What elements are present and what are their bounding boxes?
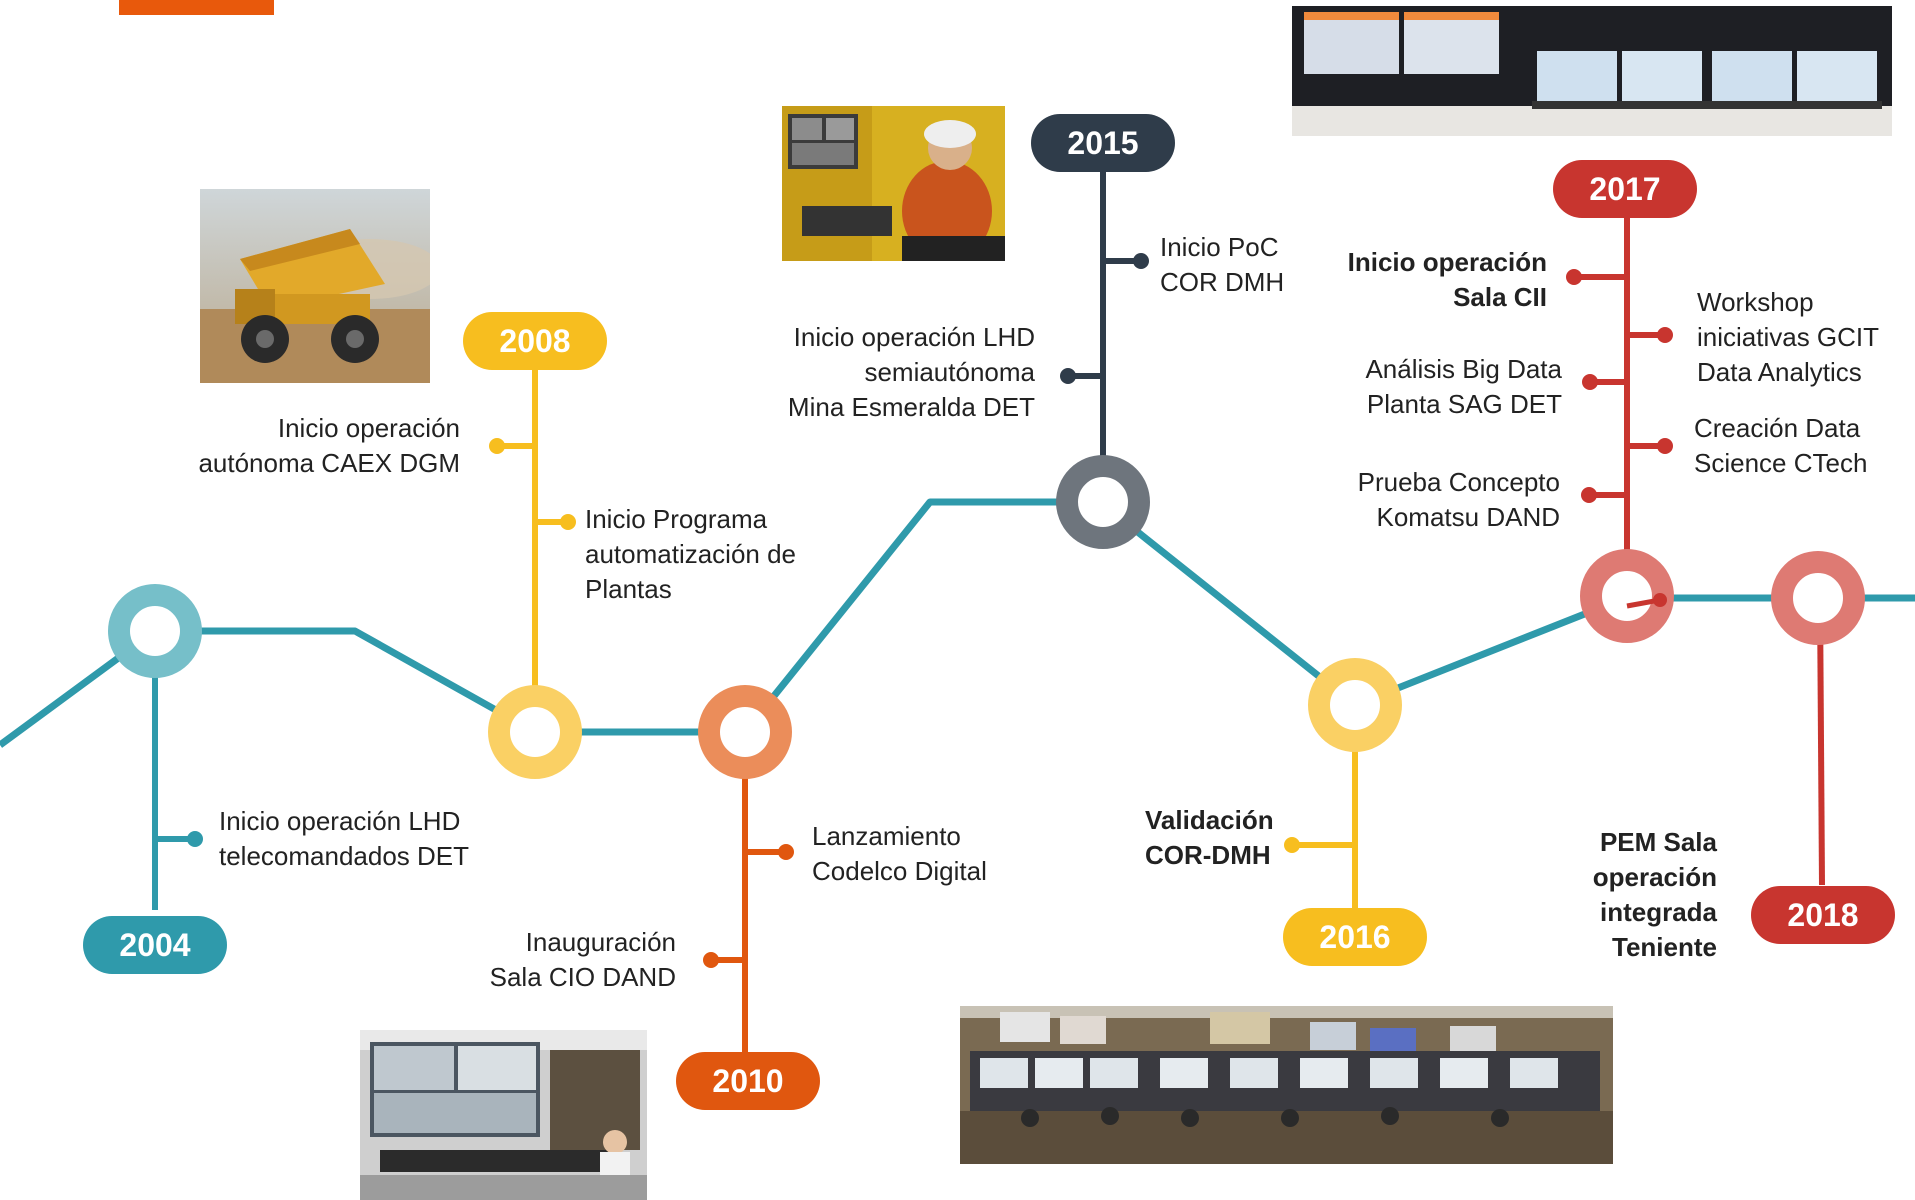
year-2008-badge bbox=[463, 312, 607, 370]
year-2010-group: 2010 bbox=[676, 685, 820, 1110]
timeline-path bbox=[0, 498, 1915, 748]
year-2016-node bbox=[1308, 658, 1402, 752]
year-2018-badge bbox=[1751, 886, 1895, 944]
event-label-2017-data-science: Creación Data Science CTech bbox=[1694, 413, 1868, 478]
event-dot bbox=[703, 952, 719, 968]
control-room-icon bbox=[960, 1006, 1613, 1164]
year-2008-label: 2008 bbox=[499, 323, 570, 359]
event-label-2010-sala-cio: Inauguración Sala CIO DAND bbox=[489, 927, 676, 992]
event-label-2004-lhd-telecomandados: Inicio operación LHD telecomandados DET bbox=[219, 806, 470, 871]
event-dot bbox=[560, 514, 576, 530]
year-2015-group: 2015 bbox=[1031, 114, 1175, 549]
year-2004-badge bbox=[83, 916, 227, 974]
event-label-2018-pem-teniente: PEM Sala operación integrada Teniente bbox=[1592, 827, 1717, 962]
event-dot bbox=[778, 844, 794, 860]
control-room-icon bbox=[360, 1030, 647, 1200]
event-dot bbox=[489, 438, 505, 454]
year-2010-badge bbox=[676, 1052, 820, 1110]
event-label-2015-lhd-semiautonoma: Inicio operación LHD semiautónoma Mina E… bbox=[787, 322, 1035, 422]
year-2016-badge bbox=[1283, 908, 1427, 966]
event-label-2016-validacion-cor: Validación COR-DMH bbox=[1145, 805, 1274, 870]
event-dot bbox=[1657, 438, 1673, 454]
year-2004-label: 2004 bbox=[119, 927, 190, 963]
year-2008-node bbox=[488, 685, 582, 779]
teleoperator-icon bbox=[782, 106, 1005, 261]
event-dot bbox=[1133, 253, 1149, 269]
year-2018-node bbox=[1771, 551, 1865, 645]
year-2016-group: 2016 bbox=[1283, 658, 1427, 966]
year-2017-label: 2017 bbox=[1589, 171, 1660, 207]
event-dot bbox=[1657, 327, 1673, 343]
control-room-cii-photo bbox=[1292, 6, 1892, 136]
event-dot bbox=[1060, 368, 1076, 384]
year-2010-node bbox=[698, 685, 792, 779]
control-room-panorama-photo bbox=[960, 1006, 1613, 1164]
year-2016-label: 2016 bbox=[1319, 919, 1390, 955]
year-2015-label: 2015 bbox=[1067, 125, 1138, 161]
event-dot bbox=[1284, 837, 1300, 853]
year-2015-badge bbox=[1031, 114, 1175, 172]
year-2017-badge bbox=[1553, 160, 1697, 218]
year-2018-group: 2018 bbox=[1751, 551, 1895, 944]
event-dot bbox=[1581, 487, 1597, 503]
year-2004-node bbox=[108, 584, 202, 678]
event-dot bbox=[187, 831, 203, 847]
haul-truck-icon bbox=[200, 189, 430, 383]
year-2018-label: 2018 bbox=[1787, 897, 1858, 933]
year-2010-label: 2010 bbox=[712, 1063, 783, 1099]
control-room-icon bbox=[1292, 6, 1892, 136]
event-label-2017-workshop-gcit: Workshop iniciativas GCIT Data Analytics bbox=[1697, 287, 1880, 387]
teleoperator-photo bbox=[782, 106, 1005, 261]
event-label-2017-sala-cii: Inicio operación Sala CII bbox=[1347, 247, 1547, 312]
year-2017-group: 2017 bbox=[1553, 160, 1697, 643]
year-2015-node bbox=[1056, 455, 1150, 549]
event-label-2017-big-data: Análisis Big Data Planta SAG DET bbox=[1365, 354, 1562, 419]
event-dot bbox=[1566, 269, 1582, 285]
accent-bar bbox=[119, 0, 274, 15]
event-label-2010-codelco-digital: Lanzamiento Codelco Digital bbox=[812, 821, 987, 886]
event-label-2008-automatizacion-plantas: Inicio Programa automatización de Planta… bbox=[585, 504, 797, 604]
event-label-2017-komatsu: Prueba Concepto Komatsu DAND bbox=[1357, 467, 1560, 532]
control-room-cio-photo bbox=[360, 1030, 647, 1200]
event-label-2008-caex-autonoma: Inicio operación autónoma CAEX DGM bbox=[198, 413, 460, 478]
haul-truck-photo bbox=[200, 189, 430, 383]
year-2008-group: 2008 bbox=[463, 312, 607, 779]
event-dot bbox=[1582, 374, 1598, 390]
event-dot bbox=[1653, 593, 1667, 607]
year-2017-node bbox=[1580, 549, 1674, 643]
year-2004-group: 2004 bbox=[83, 584, 227, 974]
event-label-2015-poc-cor: Inicio PoC COR DMH bbox=[1160, 232, 1285, 297]
